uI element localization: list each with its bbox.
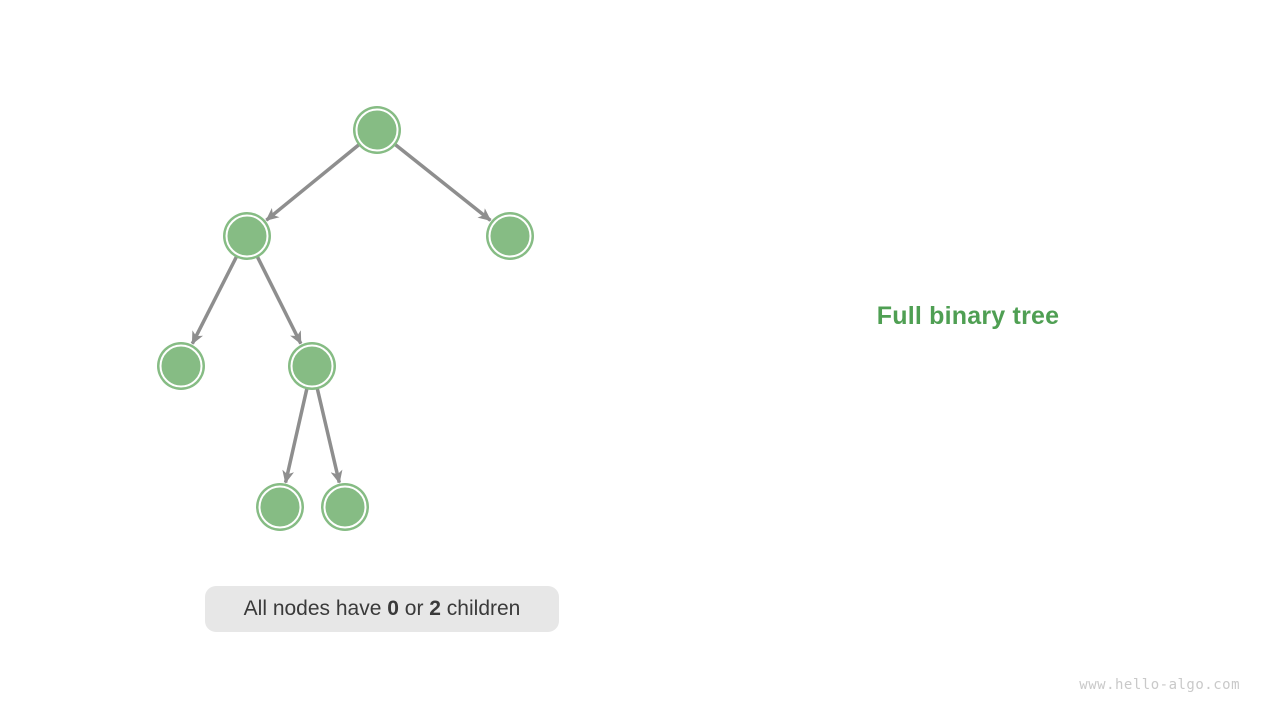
caption-text-part3: children — [440, 597, 521, 620]
tree-node — [486, 212, 534, 260]
tree-node — [321, 483, 369, 531]
tree-node — [288, 342, 336, 390]
tree-node — [353, 106, 401, 154]
tree-edge — [315, 387, 343, 484]
caption-text-part1: All nodes have — [243, 597, 388, 620]
caption-bold-two: 2 — [429, 597, 441, 620]
caption-bold-zero: 0 — [387, 597, 399, 620]
tree-node — [256, 483, 304, 531]
tree-node — [157, 342, 205, 390]
caption-text-part2: or — [398, 597, 430, 620]
tree-edge — [265, 143, 361, 222]
tree-edge — [393, 142, 492, 222]
tree-edge — [255, 255, 303, 345]
diagram-title: Full binary tree — [876, 302, 1060, 330]
tree-node — [223, 212, 271, 260]
caption-pill: All nodes have 0 or 2 children — [205, 586, 559, 632]
tree-edge — [282, 388, 309, 484]
tree-edge — [190, 255, 239, 345]
watermark-url: www.hello-algo.com — [1079, 677, 1240, 693]
